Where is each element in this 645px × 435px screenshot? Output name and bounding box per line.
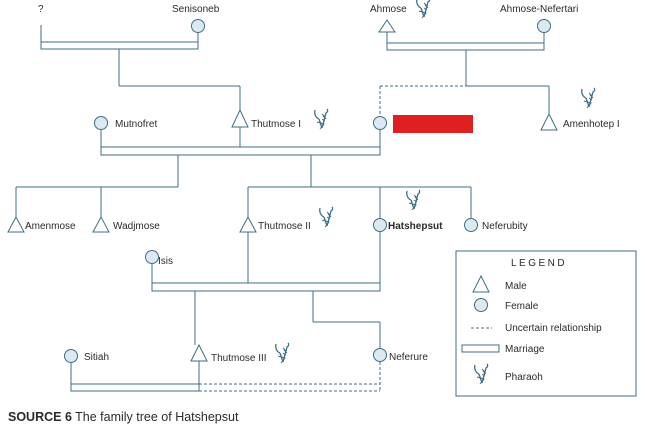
thutmose-ii-pharaoh-icon — [319, 206, 334, 228]
legend-male-label: Male — [505, 281, 527, 292]
ahmose-male-icon — [378, 19, 396, 33]
legend-title: LEGEND — [511, 258, 567, 269]
wadjmose-male-icon — [92, 215, 110, 233]
marriage-bar-thutmose-i — [100, 146, 381, 156]
amenhotep-i-male-icon — [540, 112, 558, 131]
ahmose-pharaoh-icon — [416, 0, 431, 19]
hatshepsut-pharaoh-icon — [406, 189, 421, 211]
ahmose-label: Ahmose — [370, 4, 407, 15]
caption-text: The family tree of Hatshepsut — [71, 410, 239, 424]
amenhotep-i-pharaoh-icon — [581, 87, 596, 109]
amenmose-male-icon — [7, 215, 25, 233]
thutmose-i-label: Thutmose I — [251, 119, 301, 130]
legend-pharaoh-label: Pharaoh — [505, 372, 543, 383]
senisoneb-female-icon — [191, 19, 205, 33]
legend-female-icon — [474, 298, 488, 312]
legend-uncertain-label: Uncertain relationship — [505, 323, 602, 334]
hatshepsut-label: Hatshepsut — [388, 221, 443, 232]
wadjmose-label: Wadjmose — [113, 221, 160, 232]
marriage-bar-senisoneb — [40, 41, 199, 50]
figure-caption: SOURCE 6 The family tree of Hatshepsut — [8, 410, 238, 424]
mutnofret-female-icon — [94, 116, 108, 130]
thutmose-iii-pharaoh-icon — [275, 342, 290, 364]
unknown-label: ? — [38, 4, 44, 15]
amenmose-label: Amenmose — [25, 221, 76, 232]
neferubity-female-icon — [464, 218, 478, 232]
senisoneb-label: Senisoneb — [172, 4, 220, 15]
ahmose-nefertari-female-icon — [537, 19, 551, 33]
thutmose-ii-label: Thutmose II — [258, 221, 311, 232]
neferure-label: Neferure — [389, 352, 428, 363]
sitiah-label: Sitiah — [84, 352, 109, 363]
thutmose-ii-male-icon — [239, 215, 257, 233]
legend-marriage-label: Marriage — [505, 344, 545, 355]
thutmose-iii-male-icon — [190, 343, 208, 362]
unnamed-female-icon — [373, 116, 387, 130]
legend-male-icon — [472, 274, 490, 293]
legend-female-label: Female — [505, 301, 539, 312]
hatshepsut-female-icon — [373, 218, 387, 232]
isis-female-icon — [145, 250, 159, 264]
legend-box — [455, 250, 637, 397]
family-tree-diagram: ? Senisoneb Ahmose Ahmose-Nefertari Mutn… — [7, 0, 637, 397]
thutmose-i-male-icon — [231, 108, 249, 128]
legend-pharaoh-icon — [474, 363, 489, 385]
neferubity-label: Neferubity — [482, 221, 528, 232]
marriage-bar-thutmose-iii — [70, 383, 200, 392]
marriage-bar-ahmose — [386, 42, 545, 51]
redacted-block — [393, 115, 473, 133]
isis-label: Isis — [158, 256, 173, 267]
neferure-female-icon — [373, 348, 387, 362]
sitiah-female-icon — [64, 349, 78, 363]
thutmose-i-pharaoh-icon — [314, 108, 329, 130]
mutnofret-label: Mutnofret — [115, 119, 157, 130]
amenhotep-i-label: Amenhotep I — [563, 119, 620, 130]
legend-marriage-bar — [461, 344, 500, 353]
ahmose-nefertari-label: Ahmose-Nefertari — [500, 4, 578, 15]
thutmose-iii-label: Thutmose III — [211, 353, 267, 364]
caption-source: SOURCE 6 — [8, 410, 72, 424]
marriage-bar-thutmose-ii — [151, 282, 381, 292]
